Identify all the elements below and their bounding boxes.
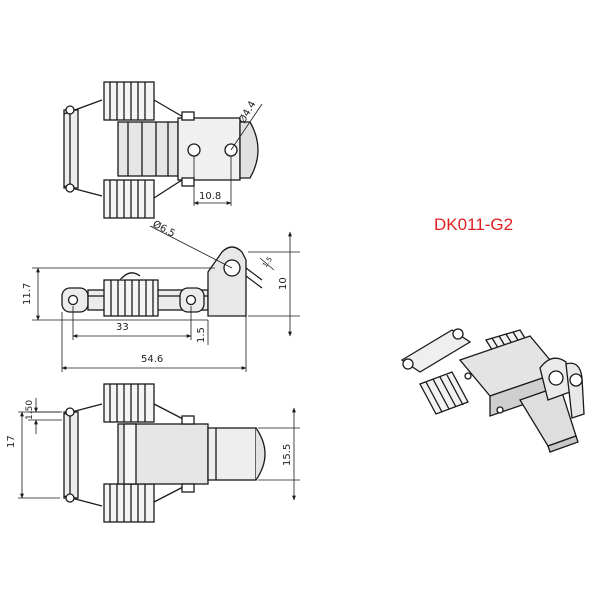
top-view (63, 81, 259, 219)
top-upper-spring (103, 81, 186, 121)
iso-lower-spring (419, 371, 469, 415)
side-view (61, 246, 263, 317)
top-wire-loop (63, 99, 103, 197)
iso-body (458, 335, 585, 453)
bottom-wire-loop (63, 403, 103, 507)
dim-side-bottom-offset: 1.5 (196, 327, 207, 343)
dim-side-right-height: 10 (278, 277, 289, 290)
iso-wire-loop (400, 328, 472, 373)
side-view-dimensions (32, 225, 300, 372)
top-body-plate (117, 111, 259, 187)
dim-side-height: 11.7 (22, 283, 33, 305)
bottom-lower-spring (103, 483, 186, 523)
model-code-label: DK011-G2 (434, 215, 513, 234)
top-lower-spring (103, 177, 186, 219)
bottom-upper-spring (103, 383, 186, 423)
dim-side-loop-dia: Ø6.5 (151, 218, 178, 240)
dim-side-small: 1.5 (261, 255, 274, 269)
dim-side-total-length: 54.6 (141, 354, 163, 365)
bottom-view (63, 383, 266, 523)
dim-bottom-small: 1.50 (25, 400, 35, 420)
dim-bottom-height: 17 (6, 435, 17, 448)
dim-top-hole-dia: Ø4.4 (236, 99, 258, 126)
top-view-dimensions (193, 103, 263, 206)
side-catch-plate (207, 246, 263, 317)
isometric-view (400, 328, 585, 453)
bottom-body-plate (117, 415, 266, 493)
dim-bottom-right-height: 15.5 (282, 444, 293, 466)
bottom-view-dimensions (18, 398, 300, 501)
dim-side-inner-length: 33 (116, 322, 129, 333)
side-spring (103, 272, 159, 317)
dim-top-width: 10.8 (199, 191, 221, 202)
